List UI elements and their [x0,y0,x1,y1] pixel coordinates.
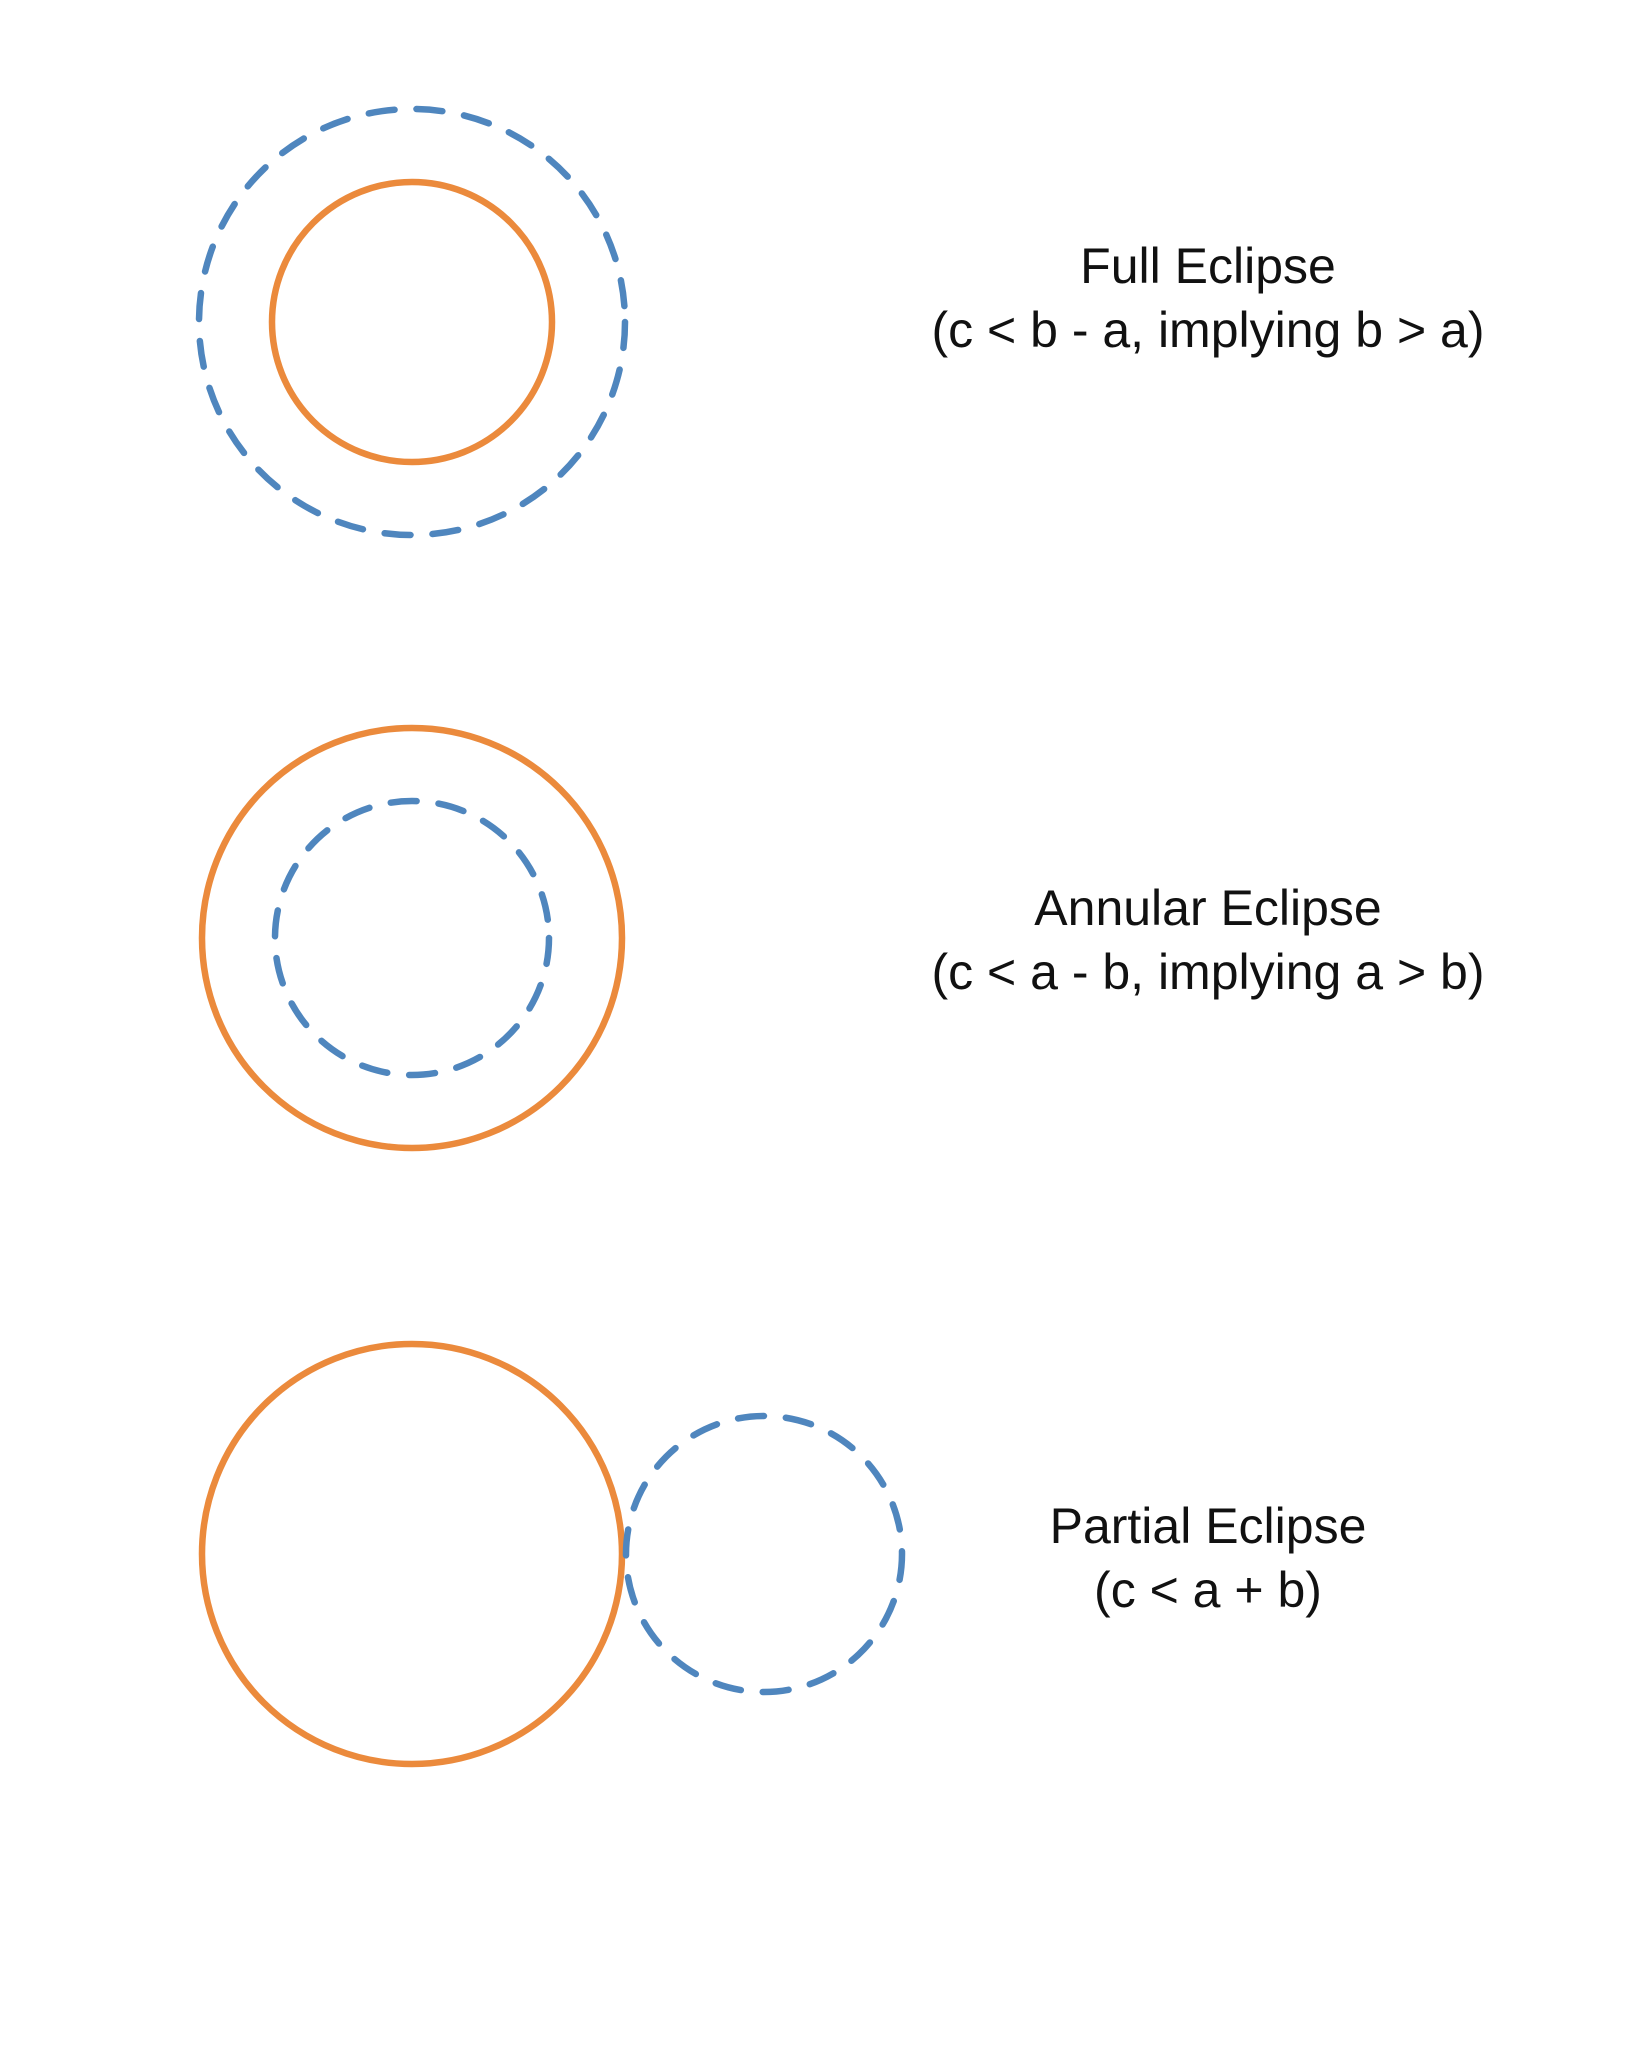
full-eclipse-condition: (c < b - a, implying b > a) [931,302,1485,358]
partial-eclipse-condition: (c < a + b) [1094,1562,1322,1618]
partial-eclipse-orange-circle [198,1340,626,1768]
full-eclipse-label: Full Eclipse (c < b - a, implying b > a) [858,234,1558,362]
annular-eclipse-orange-circle [198,724,626,1152]
full-eclipse-orange-circle [268,178,556,466]
partial-eclipse-label: Partial Eclipse (c < a + b) [858,1494,1558,1622]
annular-eclipse-figure [198,724,626,1152]
partial-eclipse-blue-dashed-circle [622,1412,906,1696]
annular-eclipse-label: Annular Eclipse (c < a - b, implying a >… [858,876,1558,1004]
annular-eclipse-condition: (c < a - b, implying a > b) [931,944,1485,1000]
full-eclipse-title: Full Eclipse [1080,238,1336,294]
full-eclipse-blue-dashed-circle [195,105,629,539]
full-eclipse-figure [195,105,629,539]
partial-eclipse-title: Partial Eclipse [1049,1498,1367,1554]
annular-eclipse-title: Annular Eclipse [1034,880,1382,936]
annular-eclipse-blue-dashed-circle [271,797,553,1079]
partial-eclipse-figure [198,1340,906,1768]
